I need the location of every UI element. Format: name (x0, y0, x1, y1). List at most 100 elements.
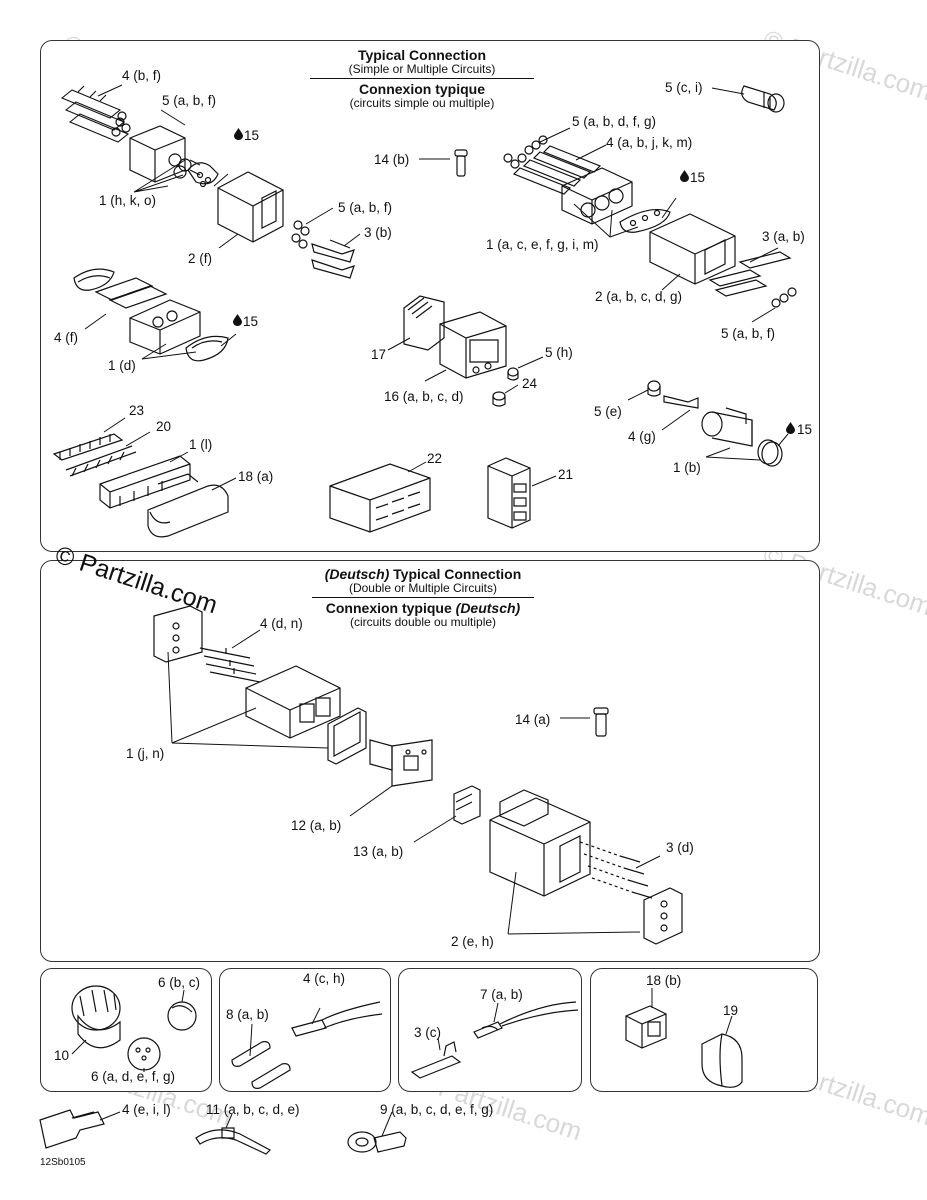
wedge-lock (370, 740, 432, 786)
wedge-lock (154, 606, 202, 662)
callout-label: 7 (a, b) (480, 987, 523, 1002)
callout-label: 1 (d) (108, 358, 136, 373)
leader (662, 198, 676, 218)
connector-housing (100, 456, 190, 508)
title-fr-brand: (Deutsch) (455, 600, 521, 616)
typical-connection-panel (40, 40, 820, 552)
spade-terminal (40, 1110, 104, 1148)
callout-label: 22 (427, 451, 443, 466)
leader (344, 234, 360, 246)
callout-label: 15 (244, 128, 260, 143)
seal-grommet (186, 336, 228, 360)
leader (532, 476, 556, 486)
seal-gasket (328, 708, 366, 764)
seal-grommet (758, 440, 782, 466)
leader (161, 110, 185, 125)
callout-label: 1 (l) (189, 437, 213, 452)
subtitle-en: (Simple or Multiple Circuits) (348, 62, 496, 77)
terminal-lock (454, 786, 480, 824)
callout-label: 5 (c, i) (665, 80, 703, 95)
leader (226, 1114, 232, 1128)
title-en: Typical Connection (393, 566, 522, 582)
diagram-code: 12Sb0105 (40, 1157, 86, 1168)
title-divider (312, 597, 534, 598)
leader (221, 334, 236, 346)
callout-label: 23 (129, 403, 145, 418)
callout-label: 5 (e) (594, 404, 622, 419)
leader (126, 432, 150, 446)
callout-label: 19 (723, 1003, 739, 1018)
callout-label: 5 (a, b, f) (162, 93, 217, 108)
title-en: Typical Connection (357, 47, 487, 63)
callout-label: 4 (b, f) (122, 68, 162, 83)
receptacle-housing (218, 172, 283, 242)
oil-drop-icon (233, 314, 242, 326)
terminal-set (200, 648, 260, 682)
subtitle-en: (Double or Multiple Circuits) (348, 581, 498, 596)
leader (425, 370, 446, 381)
callout-label: 2 (f) (188, 251, 213, 266)
seal-set (112, 112, 130, 136)
leader (726, 1016, 732, 1034)
leader (752, 308, 775, 322)
leader (505, 385, 518, 393)
leader (382, 1112, 392, 1136)
connector-cover (702, 1034, 742, 1087)
leader (636, 856, 660, 868)
callout-label: 2 (e, h) (451, 934, 494, 949)
leader (306, 208, 333, 224)
seal-set (504, 136, 547, 168)
title-fr: Connexion typique (325, 600, 452, 616)
callout-label: 12 (a, b) (291, 818, 342, 833)
seal-grommet (74, 269, 114, 290)
leader (712, 88, 744, 94)
callout-label: 6 (a, d, e, f, g) (91, 1069, 176, 1084)
terminal-set (710, 252, 790, 296)
leader (540, 128, 570, 142)
terminal-set (580, 842, 632, 892)
temperature-sensor (412, 1002, 578, 1078)
grommet-seal (128, 1038, 160, 1070)
leader (778, 434, 788, 446)
callout-label: 4 (d, n) (260, 616, 303, 631)
leader (662, 410, 690, 430)
oil-drop-icon (786, 422, 795, 434)
callout-label: 3 (c) (414, 1025, 441, 1040)
seal-boot (404, 296, 444, 350)
callout-label: 1 (a, c, e, f, g, i, m) (486, 237, 599, 252)
plug-seal (648, 381, 660, 396)
callout-label: 3 (d) (666, 840, 694, 855)
title-fr: Connexion typique (359, 81, 485, 97)
callout-label: 8 (a, b) (226, 1007, 269, 1022)
leader (72, 1040, 86, 1054)
leader (212, 478, 236, 490)
receptacle-housing (490, 790, 590, 896)
leader (576, 145, 606, 160)
bottom-panel-sleeves (219, 968, 391, 1092)
callout-label: 21 (558, 467, 574, 482)
callout-label: 3 (b) (364, 225, 392, 240)
callout-label: 1 (h, k, o) (99, 193, 157, 208)
leader (219, 234, 238, 248)
module-connector (440, 312, 506, 378)
subtitle-fr: (circuits double ou multiple) (349, 615, 497, 630)
deutsch-title: (Deutsch) Typical Connection (Double or … (300, 566, 546, 596)
locking-pin (455, 150, 467, 176)
terminal-set (312, 240, 354, 278)
callout-label: 5 (a, b, f) (338, 200, 393, 215)
subtitle-fr: (circuits simple ou multiple) (349, 96, 495, 111)
terminal-set (96, 278, 166, 308)
bottom-panel-sensor (398, 968, 582, 1092)
connector-cover (148, 474, 228, 537)
connector-pin (292, 1002, 382, 1036)
title-brand: (Deutsch) (324, 566, 390, 582)
leader (182, 990, 184, 1002)
deutsch-connection-panel (40, 560, 820, 962)
grommet-cap (168, 1002, 196, 1030)
callout-label: 15 (797, 422, 813, 437)
callout-label: 15 (243, 314, 259, 329)
panel-title-fr: Connexion typique (circuits simple ou mu… (310, 81, 534, 111)
callout-label: 10 (54, 1048, 70, 1063)
leader (250, 1024, 252, 1056)
seal-grommet (620, 210, 670, 233)
